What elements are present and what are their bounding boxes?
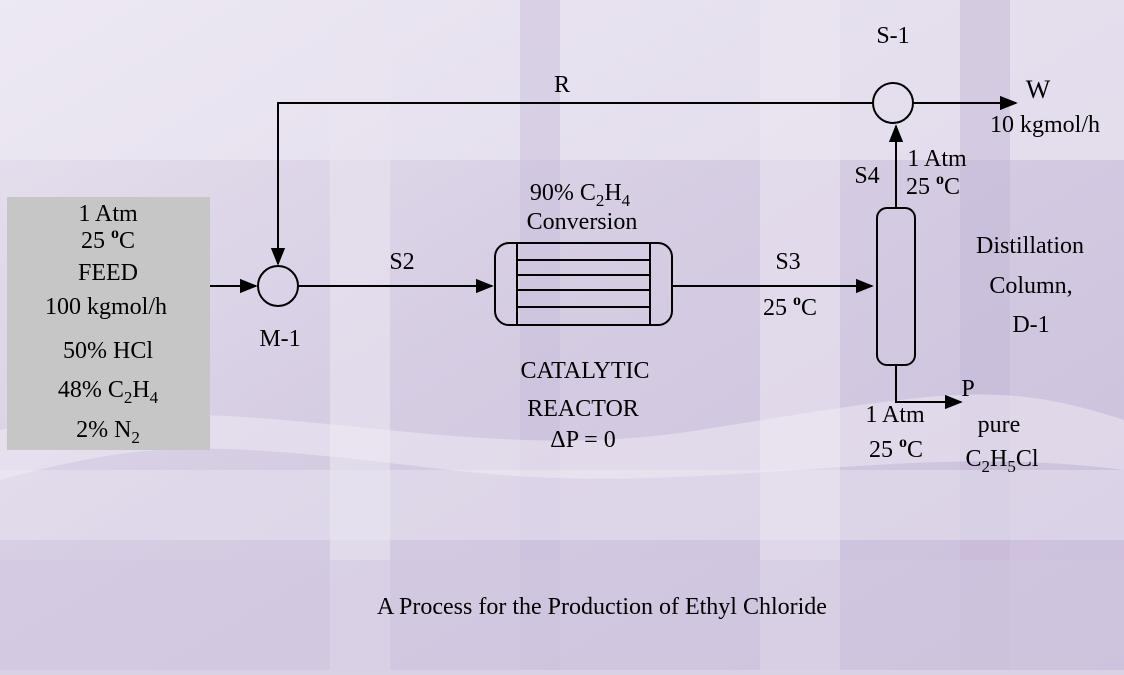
product-label: P xyxy=(961,376,974,402)
bottoms-temperature: 25 oC xyxy=(869,434,923,463)
waste-label: W xyxy=(1026,75,1051,104)
reactor-pressure-drop: ΔP = 0 xyxy=(550,427,615,453)
recycle-label: R xyxy=(554,72,570,98)
stream-s3-label: S3 xyxy=(775,249,800,275)
column-label-line3: D-1 xyxy=(1012,312,1049,338)
product-formula: C2H5Cl xyxy=(965,446,1038,476)
splitter-label: S-1 xyxy=(876,23,909,49)
feed-pressure: 1 Atm xyxy=(78,201,138,227)
mixer-label: M-1 xyxy=(259,326,300,352)
reactor-conversion: 90% C2H4 xyxy=(530,180,631,210)
feed-nitrogen: 2% N2 xyxy=(76,417,140,447)
waste-flow: 10 kgmol/h xyxy=(990,112,1100,138)
feed-hcl: 50% HCl xyxy=(63,338,153,364)
column-label-line1: Distillation xyxy=(976,233,1084,259)
column-label-line2: Column, xyxy=(989,273,1072,299)
feed-ethylene: 48% C2H4 xyxy=(58,377,159,407)
product-purity: pure xyxy=(978,412,1021,438)
bottoms-pressure: 1 Atm xyxy=(865,402,925,428)
feed-flow: 100 kgmol/h xyxy=(45,294,167,320)
reactor-conversion-word: Conversion xyxy=(527,209,638,235)
stream-s2-label: S2 xyxy=(389,249,414,275)
feed-temperature: 25 oC xyxy=(81,225,135,254)
stream-s4-label: S4 xyxy=(854,163,879,189)
reactor-label-reactor: REACTOR xyxy=(527,396,639,422)
reactor-label-catalytic: CATALYTIC xyxy=(521,358,650,384)
s4-pressure: 1 Atm xyxy=(907,146,967,172)
feed-label: FEED xyxy=(78,260,138,286)
s3-temperature: 25 oC xyxy=(763,292,817,321)
diagram-title: A Process for the Production of Ethyl Ch… xyxy=(377,594,827,620)
feed-box: 1 Atm 25 oC FEED 100 kgmol/h 50% HCl 48%… xyxy=(7,197,210,450)
s4-temperature: 25 oC xyxy=(906,171,960,200)
